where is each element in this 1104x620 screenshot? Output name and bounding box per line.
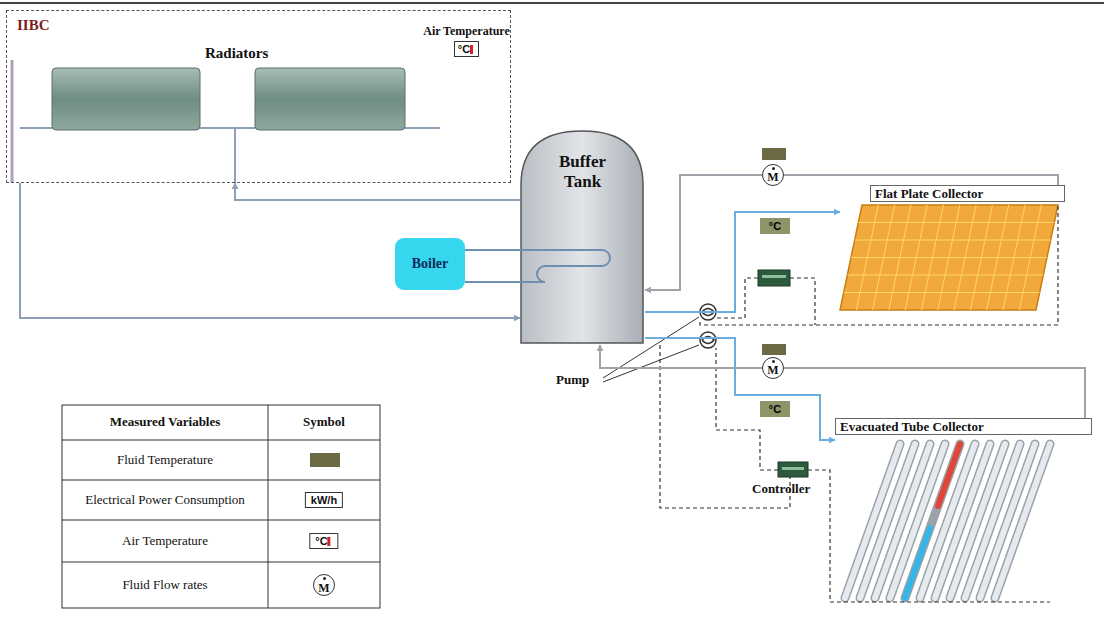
evacuated-tube-collector: Evacuated Tube Collector (835, 418, 1092, 603)
node-text: Evacuated Tube Collector (835, 418, 1092, 435)
region-boundary: IIBCAir Temperature°C (6, 10, 511, 183)
pump-symbol (700, 304, 716, 348)
thermometer-icon (328, 537, 331, 546)
flow-meter-symbol: M (313, 574, 335, 596)
boiler-box: Boiler (395, 238, 465, 290)
pipe-connector (600, 345, 762, 368)
flow-meter: M (762, 164, 784, 186)
drawing-polygon (840, 205, 1058, 310)
buffer-tank: Buffer Tank (520, 130, 645, 345)
air-temperature-sensor: Air Temperature °C (425, 24, 509, 66)
node-text: °C (454, 41, 479, 57)
heating-coil (520, 250, 610, 282)
pipe-connector (645, 338, 835, 440)
flat-plate-panel (840, 205, 1058, 310)
temperature-sensor: °C (760, 218, 790, 234)
drawing-line (1019, 205, 1041, 310)
power-symbol: kW/h (305, 492, 343, 508)
drawing-line (856, 205, 878, 310)
drawing-line (873, 205, 895, 310)
drawing-line (1003, 205, 1025, 310)
node-text: M (767, 171, 778, 183)
node-text: °C (769, 403, 781, 415)
drawing-line (995, 444, 1050, 598)
legend-text: Air Temperature (122, 533, 208, 549)
component-label: Pump (556, 372, 589, 388)
drawing-rect (758, 270, 790, 286)
radiator (52, 68, 200, 130)
drawing-rect (762, 275, 786, 278)
node-text: Flat Plate Collector (870, 185, 1065, 202)
component-label: Controller (752, 481, 810, 497)
drawing-line (995, 444, 1050, 598)
drawing-path (11, 60, 14, 183)
frame-line (0, 2, 1104, 4)
drawing-line (938, 205, 960, 310)
legend-table (62, 405, 380, 608)
temperature-sensor: °C (760, 401, 790, 417)
node-text: °C (769, 220, 781, 232)
legend-text: Fluid Flow rates (122, 577, 207, 593)
table-header: Symbol (303, 414, 345, 430)
drawing-line (62, 480, 380, 481)
legend-text: Fluid Temperature (117, 452, 213, 468)
pipe-connector (465, 249, 520, 251)
drawing-line (62, 440, 380, 441)
controller-box (758, 270, 808, 477)
pipe-connector (235, 183, 520, 200)
drawing-line (922, 205, 944, 310)
drawing-path (790, 278, 815, 325)
radiator-pipes (12, 60, 440, 183)
table-header: Measured Variables (110, 414, 221, 430)
control-wires (660, 205, 1058, 602)
evacuated-tubes (845, 444, 1050, 598)
pipe-connector (645, 212, 840, 312)
drawing-line (889, 205, 911, 310)
pipe-connector (20, 183, 520, 318)
legend-text: Electrical Power Consumption (85, 492, 245, 508)
drawing-path (808, 470, 1050, 602)
drawing-rect (62, 405, 380, 608)
pipe-connector (645, 175, 762, 290)
node-text: Boiler (412, 256, 449, 272)
temperature-sensor (762, 344, 786, 355)
drawing-path (200, 127, 255, 129)
flow-meter: M (762, 357, 784, 379)
air-temperature-symbol: °C (309, 533, 338, 549)
legend-swatch (310, 453, 340, 467)
pipe-connector (784, 175, 1058, 185)
drawing-line (905, 205, 927, 310)
drawing-line (987, 205, 1009, 310)
component-label: Radiators (205, 45, 268, 62)
drawing-path (405, 127, 440, 129)
drawing-line (268, 405, 269, 608)
drawing-rect (778, 462, 808, 477)
drawing-path (700, 205, 1058, 325)
node-text: M (767, 364, 778, 376)
thermometer-icon (470, 45, 473, 54)
drawing-circle (700, 332, 716, 348)
pipe-connector (784, 368, 1085, 418)
drawing-line (62, 562, 380, 563)
drawing-path (20, 127, 52, 129)
drawing-path (234, 128, 236, 183)
drawing-line (954, 205, 976, 310)
boiler-pipe (465, 281, 520, 283)
radiator (255, 68, 405, 130)
node-text: Buffer Tank (547, 152, 619, 192)
drawing-rect (782, 467, 804, 470)
temperature-sensor (762, 148, 786, 160)
flat-plate-collector: Flat Plate Collector (840, 185, 1065, 310)
node-text: Air Temperature (423, 24, 510, 39)
tank-body (521, 131, 643, 343)
drawing-line (970, 205, 992, 310)
drawing-line (603, 345, 699, 382)
drawing-line (62, 520, 380, 521)
